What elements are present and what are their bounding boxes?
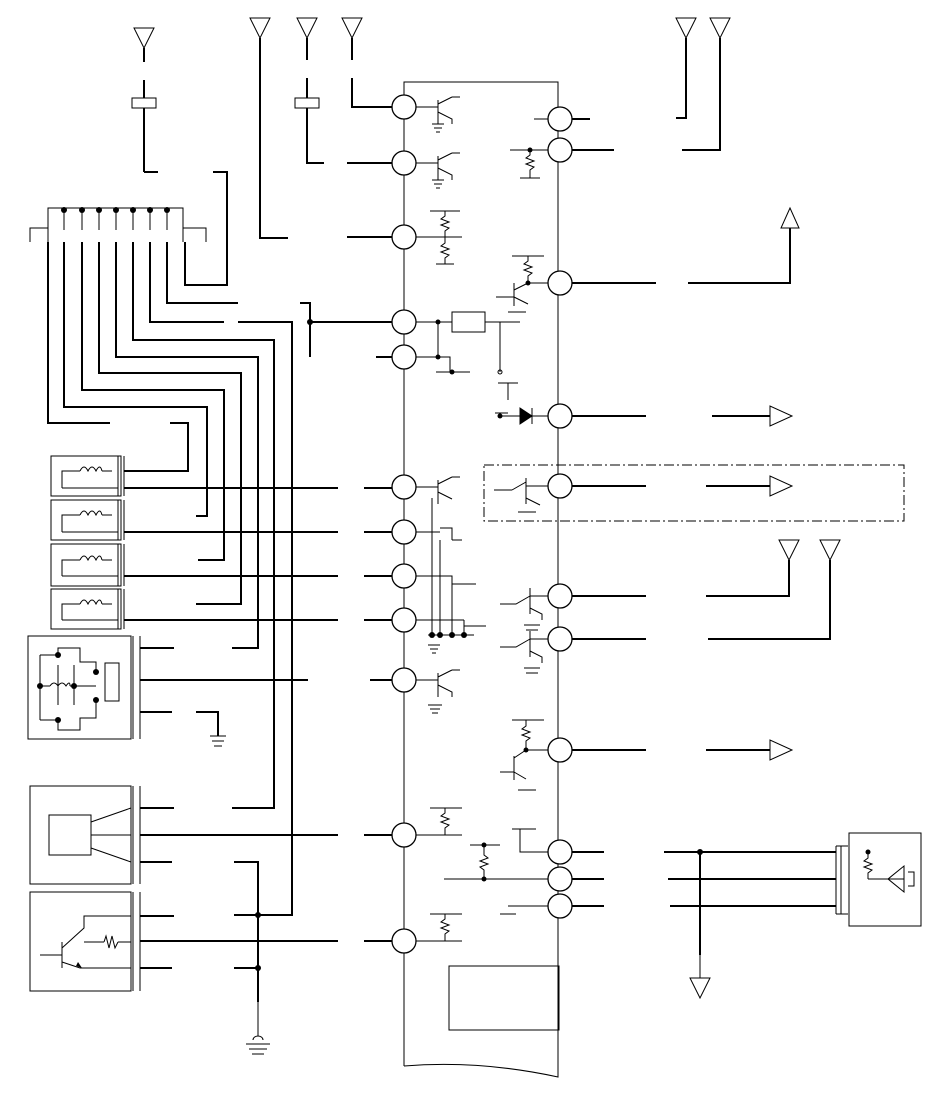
coil-module <box>27 635 392 747</box>
control-unit-body <box>403 81 560 1078</box>
top-terminals <box>131 17 800 284</box>
harness-connector <box>29 162 392 916</box>
speed-sensor-module <box>29 891 392 1055</box>
relay-modules <box>50 455 392 630</box>
internal-circuit-left <box>416 96 520 942</box>
left-pin-column <box>391 94 417 954</box>
sensor-module <box>29 785 392 1002</box>
right-outputs <box>483 118 922 1000</box>
right-pin-column <box>547 106 573 919</box>
internal-circuit-right <box>444 118 548 915</box>
